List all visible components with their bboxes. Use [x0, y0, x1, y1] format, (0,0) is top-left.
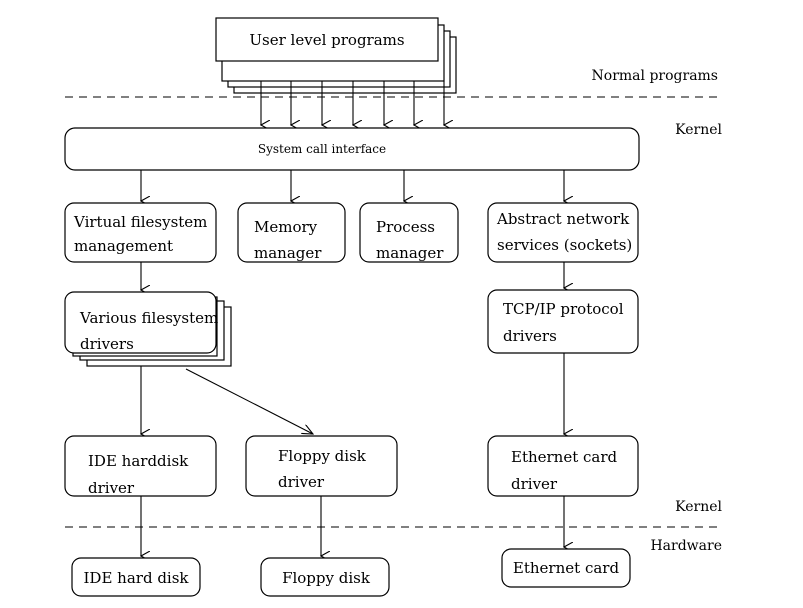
tcpip-drivers-label-line-2: drivers	[503, 327, 557, 345]
zone-label-normal-programs: Normal programs	[592, 68, 718, 84]
fs-drivers-stack: Various filesystem drivers	[64, 291, 232, 367]
network-services-label-line-2: services (sockets)	[497, 236, 632, 254]
floppy-disk-label: Floppy disk	[282, 569, 371, 587]
network-services-box	[487, 202, 639, 263]
user-programs-label: User level programs	[249, 31, 404, 49]
memory-manager-label-line-2: manager	[254, 244, 322, 262]
ide-hard-disk-label: IDE hard disk	[84, 569, 190, 587]
floppy-disk-box	[260, 557, 390, 597]
user-programs-box	[215, 17, 439, 62]
ide-driver-label-line-1: IDE harddisk	[88, 452, 189, 470]
floppy-driver-label-line-1: Floppy disk	[278, 447, 367, 465]
ethernet-card-box	[501, 548, 631, 588]
floppy-driver-label-line-2: driver	[278, 473, 325, 491]
ethernet-driver-label-line-2: driver	[511, 475, 558, 493]
zone-label-kernel-bottom: Kernel	[675, 499, 722, 515]
user-to-syscall-arrows	[261, 81, 444, 125]
fs-drivers-label-line-1: Various filesystem	[79, 309, 218, 327]
ethernet-driver-box	[487, 435, 639, 497]
process-manager-label-line-2: manager	[376, 244, 444, 262]
memory-manager-label-line-1: Memory	[254, 218, 318, 236]
system-call-interface-label: System call interface	[258, 142, 386, 156]
ide-driver-label-line-2: driver	[88, 479, 135, 497]
vfs-label-line-1: Virtual filesystem	[73, 213, 207, 231]
process-manager-box	[359, 202, 459, 263]
ethernet-card-label: Ethernet card	[513, 559, 620, 577]
fs-drivers-label-line-2: drivers	[80, 335, 134, 353]
memory-manager-box	[237, 202, 346, 263]
vfs-label-line-2: management	[74, 237, 173, 255]
fs-drivers-box	[64, 291, 217, 354]
user-programs-stack: User level programs	[215, 17, 457, 94]
tcpip-drivers-label-line-1: TCP/IP protocol	[503, 300, 624, 318]
ethernet-driver-label-line-1: Ethernet card	[511, 448, 618, 466]
ide-hard-disk-box	[71, 557, 201, 597]
zone-label-kernel-top: Kernel	[675, 122, 722, 138]
arrow-fs-drivers-to-floppy-driver	[185, 368, 313, 434]
process-manager-label-line-1: Process	[376, 218, 435, 236]
zone-label-hardware: Hardware	[650, 538, 722, 554]
system-call-interface-box	[64, 127, 640, 171]
tcpip-drivers-box	[487, 289, 639, 354]
network-services-label-line-1: Abstract network	[496, 210, 630, 228]
